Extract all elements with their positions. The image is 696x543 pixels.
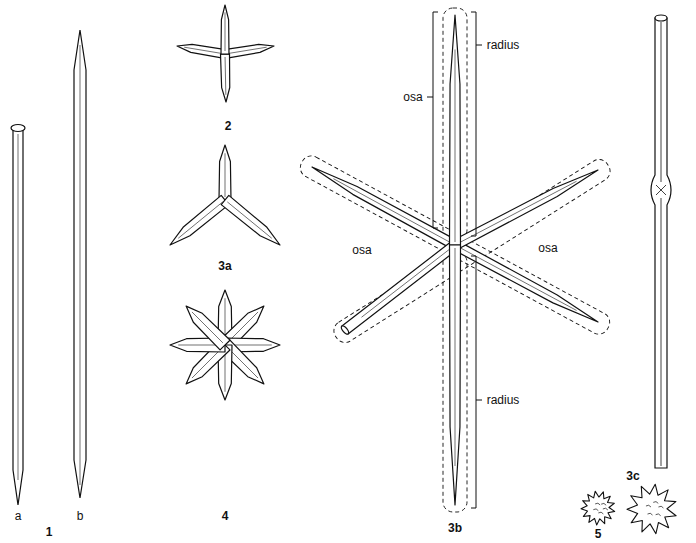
- axial-canal: [455, 248, 456, 466]
- axial-canal: [228, 47, 267, 53]
- spicule-ray: [170, 195, 229, 245]
- monaxon-b: [74, 30, 86, 498]
- spicule-ray: [224, 44, 274, 58]
- part-letter: b: [75, 509, 86, 523]
- cross-mark: [656, 22, 666, 466]
- axial-canal: [225, 12, 226, 51]
- axial-canal: [225, 57, 227, 95]
- surface-mark: [593, 509, 598, 511]
- figure-number: 2: [223, 119, 234, 133]
- surface-mark: [646, 505, 651, 507]
- cut-end: [655, 15, 667, 21]
- surface-mark: [601, 503, 606, 505]
- spicule-ray: [221, 195, 280, 245]
- spicule-body: [651, 18, 671, 468]
- axial-canal: [458, 181, 577, 243]
- axial-canal: [455, 50, 456, 243]
- hexactine: [297, 8, 614, 512]
- axial-canal: [362, 247, 453, 317]
- dashed-outline: [330, 156, 614, 347]
- surface-mark: [648, 513, 653, 515]
- axial-canal: [192, 312, 223, 343]
- figure-number: 3a: [216, 259, 233, 273]
- spheraster: [627, 484, 676, 533]
- axis-label: osa: [350, 243, 373, 257]
- triaxon: [170, 145, 280, 245]
- spicule-body: [74, 30, 86, 498]
- bracket: [427, 12, 438, 228]
- spicule-ray: [453, 170, 598, 249]
- octactine: [170, 290, 280, 400]
- spicule-ray: [221, 5, 229, 54]
- surface-mark: [658, 506, 663, 508]
- axial-canal: [184, 47, 222, 53]
- spicule-ray: [450, 245, 461, 505]
- part-letter: a: [13, 509, 24, 523]
- ray-label: radius: [485, 38, 522, 52]
- axial-canal: [227, 202, 271, 238]
- axial-canal: [178, 202, 222, 238]
- surface-mark: [598, 512, 603, 514]
- spicule-ray: [450, 15, 461, 245]
- bracket: [471, 12, 482, 236]
- monaxon-a: [11, 125, 25, 506]
- figure-number: 5: [593, 527, 604, 541]
- ray-label: radius: [485, 393, 522, 407]
- knob-end: [11, 125, 25, 132]
- figure-number: 1: [44, 525, 55, 539]
- axial-canal: [18, 134, 19, 480]
- spicule-ray: [312, 167, 457, 249]
- figure-number: 3b: [446, 521, 464, 535]
- spicule-ray: [342, 241, 458, 334]
- spicule-ray: [453, 241, 598, 322]
- surface-mark: [603, 508, 608, 510]
- spheraster: [581, 491, 615, 525]
- spicule-body: [13, 130, 23, 505]
- axis-label: osa: [536, 241, 559, 255]
- tetraxon: [177, 5, 274, 102]
- axial-canal: [333, 179, 452, 244]
- axial-canal: [225, 153, 226, 197]
- cut-end: [340, 325, 350, 336]
- spicule-ray: [219, 145, 231, 200]
- surface-mark: [653, 502, 658, 504]
- surface-mark: [595, 503, 600, 505]
- figure-number: 4: [220, 509, 231, 523]
- spicule-ray: [186, 306, 230, 350]
- axial-canal: [80, 45, 81, 485]
- surface-mark: [656, 514, 661, 516]
- spicule-ray: [177, 44, 226, 58]
- rod-spicule: [651, 15, 671, 468]
- bracket: [471, 256, 482, 508]
- spicule-ray: [221, 54, 230, 102]
- axis-label: osa: [401, 90, 424, 104]
- figure-number: 3c: [624, 469, 641, 483]
